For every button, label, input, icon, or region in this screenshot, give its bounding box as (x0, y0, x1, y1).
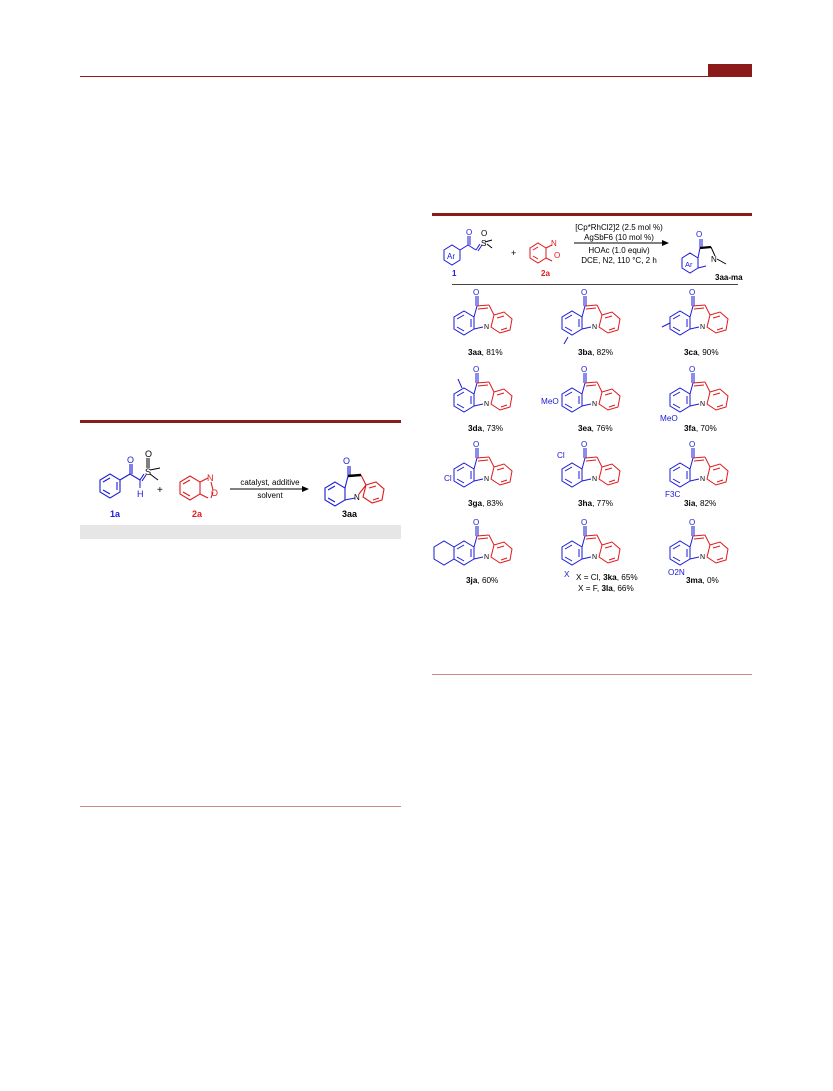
substituent-no2-3ma: O2N (668, 568, 685, 577)
svg-text:N: N (551, 239, 557, 248)
svg-text:O: O (466, 228, 472, 237)
svg-text:Ar: Ar (685, 260, 693, 269)
products-figure: O N (433, 287, 729, 566)
product-range-label: 3aa-ma (715, 273, 743, 282)
scheme2-bottom-rule (432, 674, 752, 675)
arrow-bottom-text: solvent (257, 491, 283, 500)
methyl-3da (457, 378, 463, 389)
product-3aa (324, 466, 385, 507)
caption-3ca: 3ca, 90% (684, 348, 719, 357)
methyl-3ba (563, 336, 569, 345)
structure-3ma (669, 517, 729, 566)
condition-acid: HOAc (1.0 equiv) (588, 246, 650, 255)
svg-text:S: S (145, 467, 151, 477)
svg-text:O: O (211, 488, 218, 498)
caption-3ja: 3ja, 60% (466, 576, 499, 585)
naphthyl-ring-3ja (433, 540, 455, 566)
substituent-meo-3ea: MeO (541, 397, 559, 406)
svg-text:N: N (207, 473, 214, 483)
caption-3la: X = F, 3la, 66% (578, 584, 634, 593)
anthranil-2a (179, 475, 214, 501)
structure-3ga (453, 439, 513, 488)
methyl-3ca (661, 322, 671, 328)
reactant-2a-label: 2a (192, 509, 203, 519)
caption-3da: 3da, 73% (468, 424, 504, 433)
header-tab (708, 64, 752, 76)
scheme2-top-rule (432, 213, 752, 216)
caption-3ha: 3ha, 77% (578, 499, 614, 508)
svg-text:H: H (137, 489, 144, 499)
structure-3ja (453, 517, 513, 566)
reactant-2a-label-2: 2a (541, 269, 550, 278)
svg-text:N: N (711, 255, 717, 264)
scheme1-gray-bar (80, 525, 401, 539)
condition-additive: AgSbF6 (10 mol %) (584, 233, 654, 242)
scheme1-bottom-rule (80, 806, 401, 807)
substituent-cl-3ha: Cl (557, 451, 565, 460)
structure-3ka-3la (561, 517, 621, 566)
plus-sign: + (157, 485, 163, 496)
svg-text:O: O (554, 251, 560, 260)
structure-3aa (453, 287, 513, 336)
caption-3ma: 3ma, 0% (686, 576, 719, 585)
substituent-x-3ka: X (564, 570, 570, 579)
scheme2-header-figure: Ar O S O 1 + N O 2a [Cp*RhCl2]2 (2.5 mol… (443, 223, 743, 282)
caption-3ia: 3ia, 82% (684, 499, 717, 508)
svg-text:O: O (145, 449, 152, 459)
substituent-cf3-3ia: F3C (665, 490, 681, 499)
scheme2-divider (452, 284, 738, 285)
svg-text:+: + (511, 248, 516, 258)
scheme1-figure: O O S H 1a + N O 2a catalyst, additive s… (99, 449, 385, 519)
caption-3ka: X = Cl, 3ka, 65% (576, 573, 638, 582)
caption-3aa: 3aa, 81% (468, 348, 503, 357)
atom-o: O (127, 455, 134, 465)
benzene-ring-1a (99, 464, 147, 499)
header-rule (80, 76, 752, 77)
structure-3ba (561, 287, 621, 336)
structure-3ea (561, 364, 621, 413)
structure-3ha (561, 439, 621, 488)
condition-solvent: DCE, N2, 110 °C, 2 h (581, 256, 657, 265)
svg-text:S: S (481, 239, 486, 248)
product-3aa-label: 3aa (342, 509, 358, 519)
svg-text:N: N (354, 493, 360, 502)
condition-catalyst: [Cp*RhCl2]2 (2.5 mol %) (575, 223, 663, 232)
structure-3ca (669, 287, 729, 336)
substituent-meo-3fa: MeO (660, 414, 678, 423)
svg-text:O: O (343, 456, 350, 466)
svg-text:Ar: Ar (447, 252, 455, 261)
svg-text:O: O (481, 229, 487, 238)
caption-3fa: 3fa, 70% (684, 424, 717, 433)
reactant-1a-label: 1a (110, 509, 121, 519)
caption-3ga: 3ga, 83% (468, 499, 504, 508)
structure-3ia (669, 439, 729, 488)
svg-text:O: O (696, 230, 702, 239)
scheme1-top-rule (80, 420, 401, 423)
arrow-top-text: catalyst, additive (240, 478, 300, 487)
caption-3ba: 3ba, 82% (578, 348, 614, 357)
reactant-1-label: 1 (452, 269, 457, 278)
structure-3fa (669, 364, 729, 413)
substituent-cl-3ga: Cl (444, 474, 452, 483)
caption-3ea: 3ea, 76% (578, 424, 613, 433)
structure-3da (453, 364, 513, 413)
